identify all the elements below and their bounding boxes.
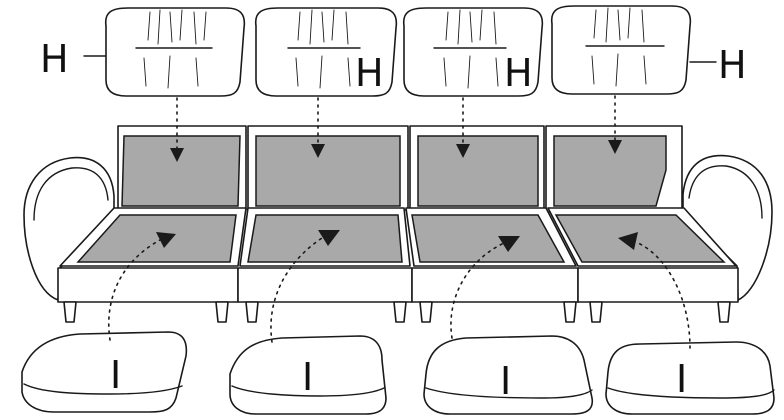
back-slot-3 bbox=[418, 136, 538, 206]
sofa-back-frame bbox=[118, 126, 682, 212]
seat-cushion-label-1: I bbox=[110, 353, 121, 397]
sofa-front-rail bbox=[58, 268, 738, 302]
back-cushion-1 bbox=[106, 8, 245, 96]
seat-cushion-4 bbox=[606, 342, 774, 414]
back-slot-2 bbox=[256, 136, 400, 206]
back-cushion-4 bbox=[552, 6, 691, 94]
sofa-legs bbox=[64, 302, 730, 322]
back-cushion-label-2: H bbox=[355, 51, 384, 95]
seat-cushion-1 bbox=[22, 332, 186, 412]
back-cushion-label-1: H bbox=[40, 37, 69, 81]
seat-slot-3 bbox=[412, 215, 564, 262]
seat-cushion-label-2: I bbox=[302, 355, 313, 399]
seat-cushion-label-3: I bbox=[500, 359, 511, 403]
back-cushion-label-4: H bbox=[718, 43, 747, 87]
back-cushion-label-3: H bbox=[504, 51, 533, 95]
back-slot-4 bbox=[554, 136, 666, 206]
seat-cushion-label-4: I bbox=[676, 357, 687, 401]
back-slot-1 bbox=[122, 136, 240, 206]
